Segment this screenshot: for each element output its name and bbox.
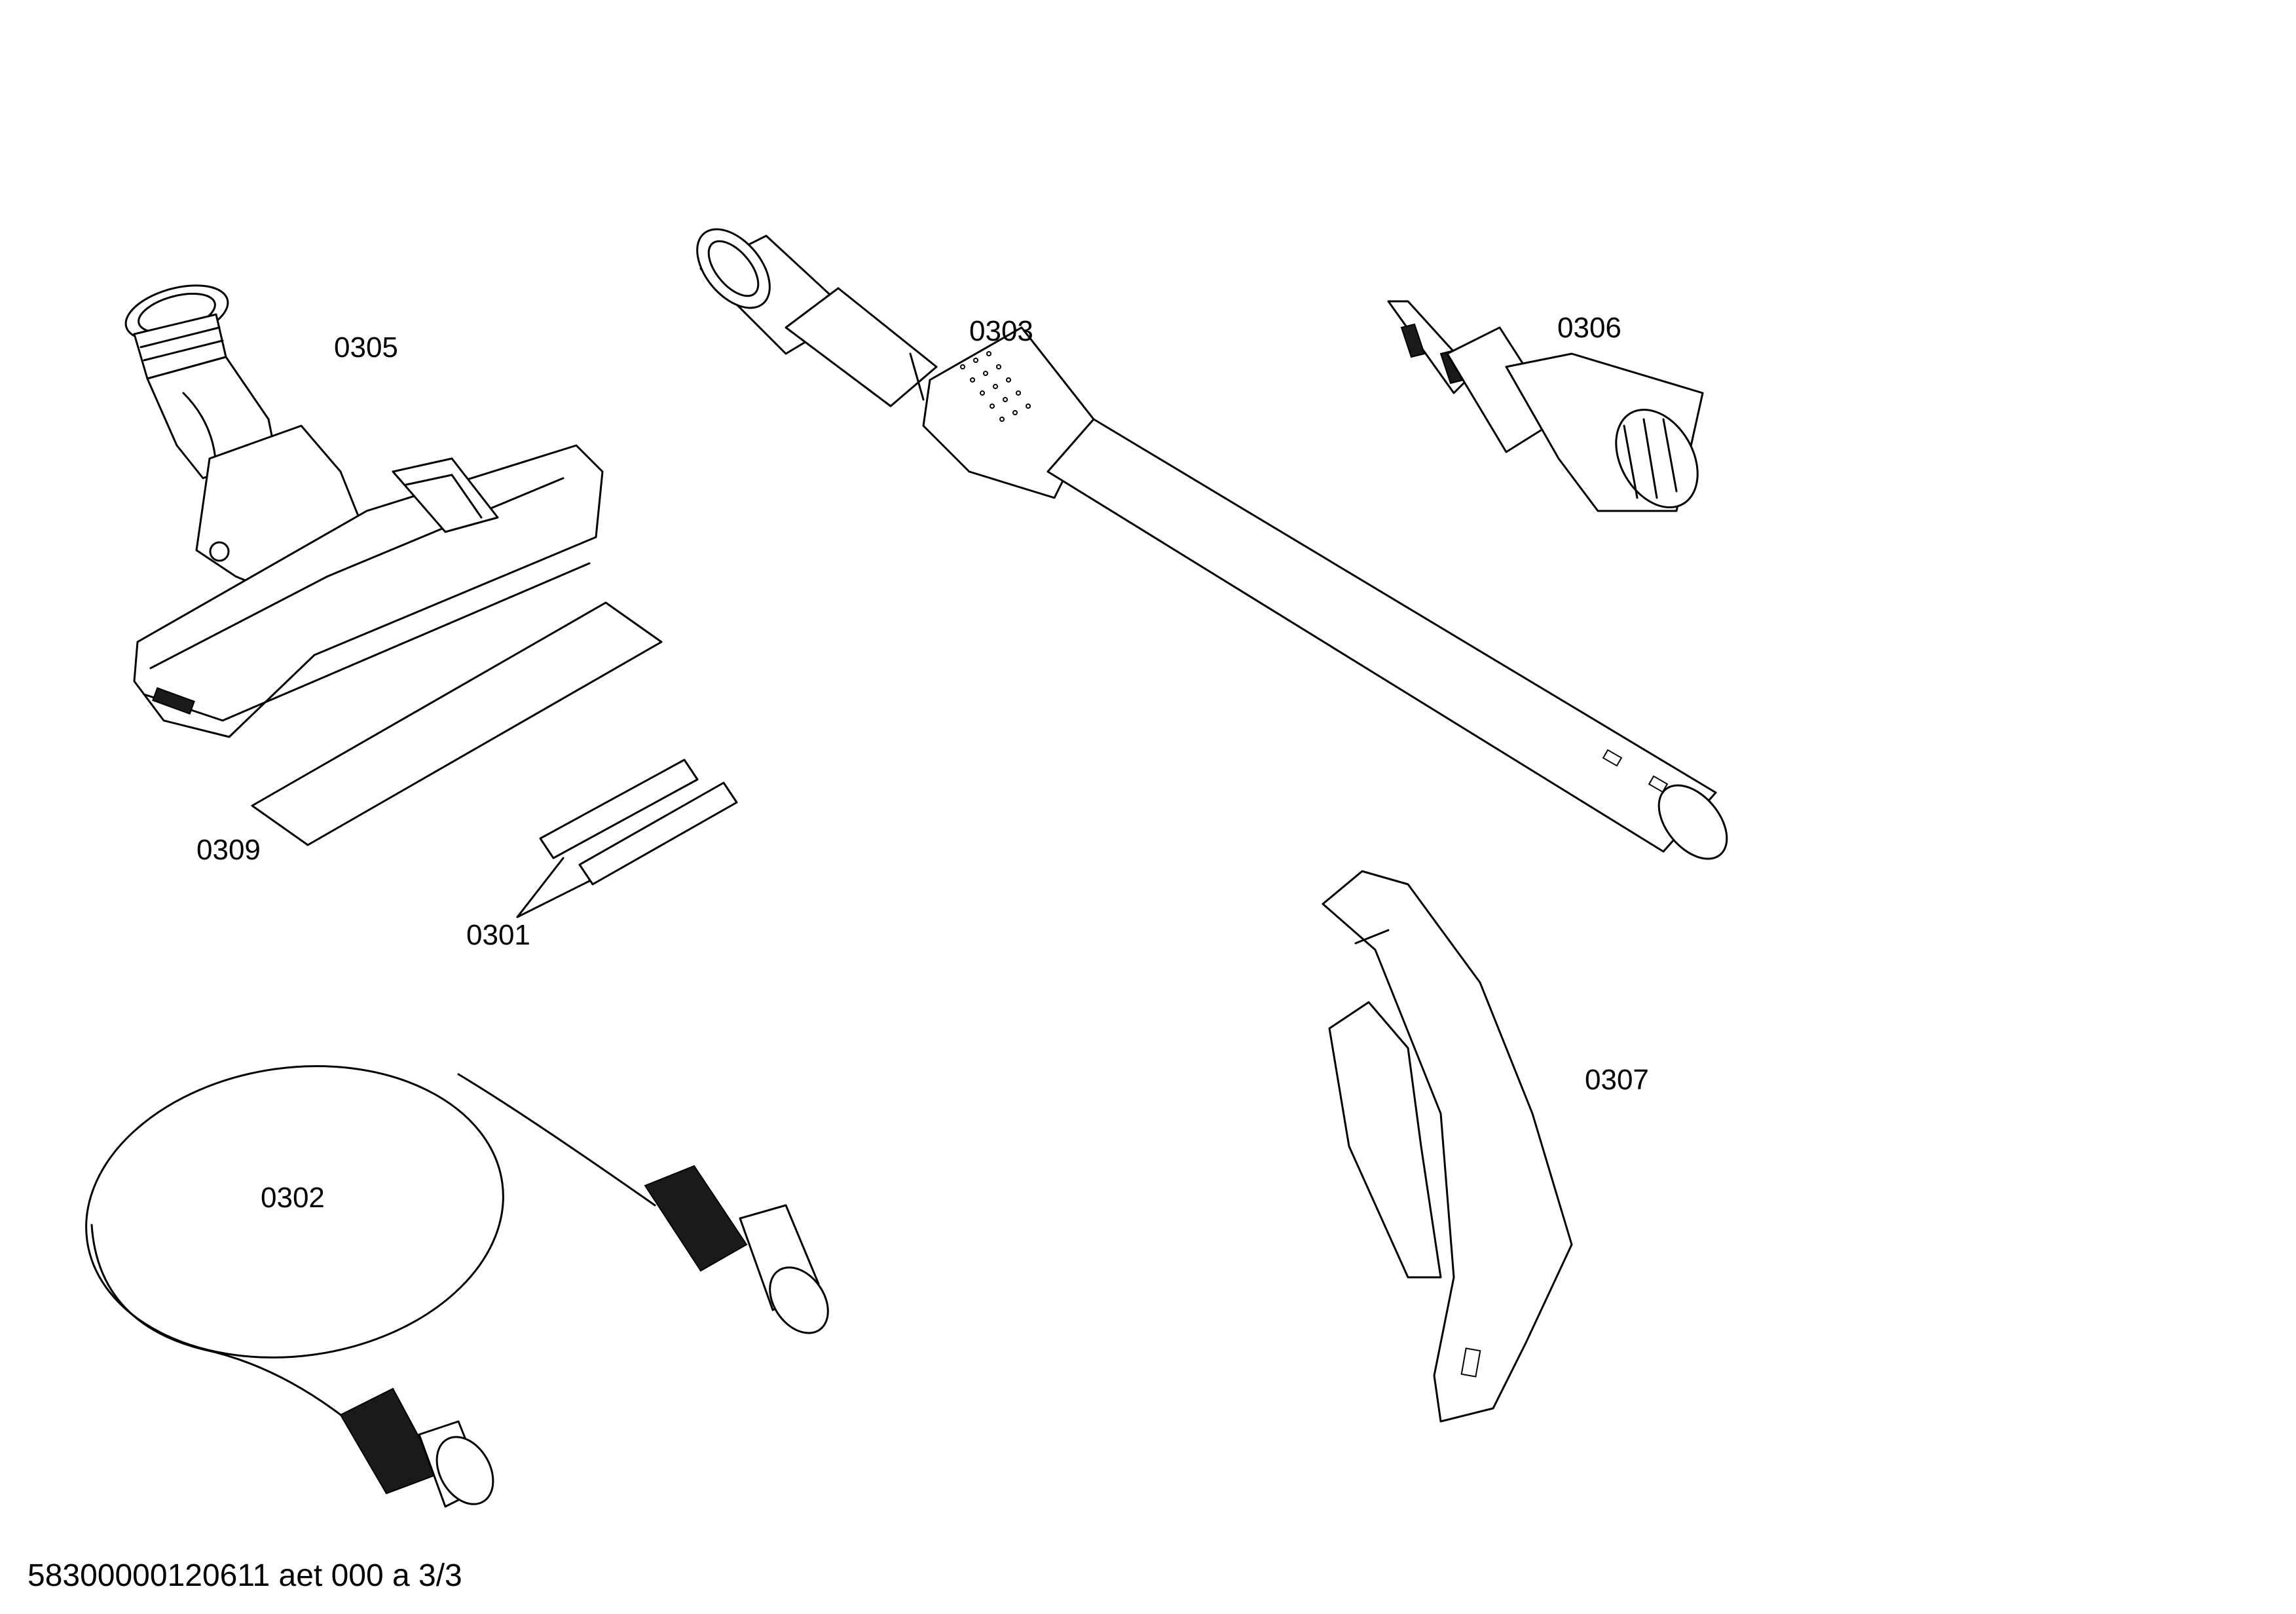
telescopic-tube-icon[interactable] <box>683 216 1741 871</box>
floor-nozzle-icon[interactable] <box>120 276 604 738</box>
document-id: 58300000120611 aet 000 a 3/3 <box>28 1558 462 1593</box>
label-0303: 0303 <box>969 315 1033 347</box>
felt-strips-small-icon[interactable] <box>516 759 738 918</box>
label-0309: 0309 <box>196 834 261 866</box>
hose-icon[interactable] <box>67 1040 840 1514</box>
felt-strip-large-icon[interactable] <box>251 601 663 846</box>
label-0301: 0301 <box>466 919 530 951</box>
crevice-tool-icon[interactable] <box>1387 300 1714 522</box>
label-0302: 0302 <box>261 1182 325 1214</box>
label-0307: 0307 <box>1585 1064 1649 1096</box>
hose-handle-icon[interactable] <box>1322 870 1573 1423</box>
label-0305: 0305 <box>334 331 398 364</box>
label-0306: 0306 <box>1557 312 1621 344</box>
